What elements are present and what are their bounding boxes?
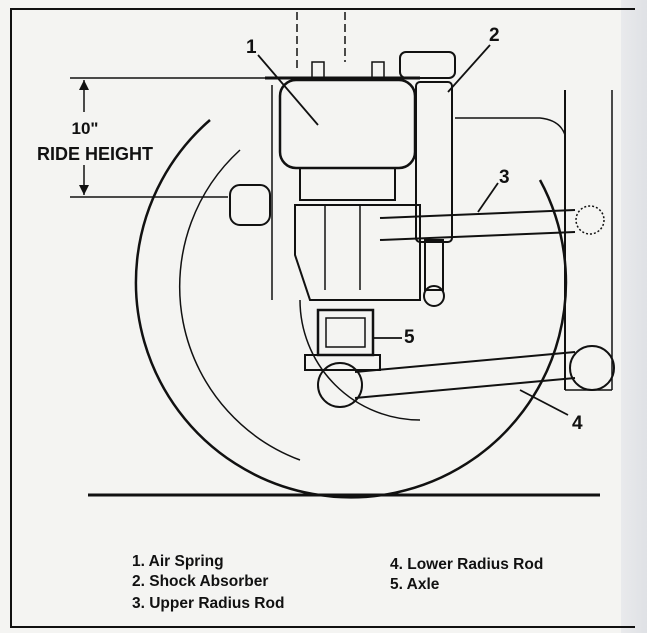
dim-arrow-head-bottom bbox=[79, 185, 89, 195]
diagram-frame bbox=[10, 8, 635, 628]
axle-bracket bbox=[294, 204, 421, 301]
callout-4: 4 bbox=[572, 413, 583, 434]
wheel-inner-arc bbox=[178, 149, 301, 461]
ride-height-label: RIDE HEIGHT bbox=[36, 144, 153, 164]
legend-item-upper-radius-rod: 3. Upper Radius Rod bbox=[132, 595, 285, 612]
callout-2: 2 bbox=[489, 25, 500, 46]
leader-1 bbox=[257, 54, 319, 126]
leader-2 bbox=[447, 44, 491, 93]
leader-3 bbox=[477, 182, 499, 213]
shock-lower-eye bbox=[423, 285, 445, 307]
lower-radius-rod-top bbox=[354, 351, 576, 373]
page-edge-shading bbox=[621, 0, 647, 633]
legend-item-air-spring: 1. Air Spring bbox=[132, 553, 224, 570]
dim-arrow-head-top bbox=[79, 80, 89, 90]
ride-height-value: 10" bbox=[71, 119, 99, 138]
shock-body bbox=[415, 81, 453, 243]
legend-item-axle: 5. Axle bbox=[390, 576, 440, 593]
legend-item-shock-absorber: 2. Shock Absorber bbox=[132, 573, 269, 590]
lower-radius-rod-bottom bbox=[354, 377, 576, 399]
rear-bushing bbox=[575, 205, 605, 235]
callout-1: 1 bbox=[246, 37, 257, 58]
leader-4 bbox=[519, 389, 569, 416]
shock-lower bbox=[424, 239, 444, 291]
upper-radius-rod-top bbox=[379, 209, 576, 219]
axle-tube-inner bbox=[325, 317, 366, 348]
lower-rod-rear-eye bbox=[569, 345, 615, 391]
air-spring-body bbox=[278, 78, 417, 170]
body-line bbox=[455, 117, 566, 136]
shock-upper-mount bbox=[399, 51, 456, 79]
lower-rod-front-eye bbox=[317, 362, 363, 408]
wheel-hub-arc bbox=[299, 299, 421, 421]
callout-3: 3 bbox=[499, 167, 510, 188]
air-spring-stud-1 bbox=[311, 61, 325, 79]
callout-5: 5 bbox=[404, 327, 415, 348]
air-spring-piston bbox=[299, 168, 396, 201]
air-spring-stud-2 bbox=[371, 61, 385, 79]
legend-item-lower-radius-rod: 4. Lower Radius Rod bbox=[390, 556, 544, 573]
upper-radius-rod-bottom bbox=[379, 231, 576, 241]
upper-rod-bushing bbox=[229, 184, 271, 226]
